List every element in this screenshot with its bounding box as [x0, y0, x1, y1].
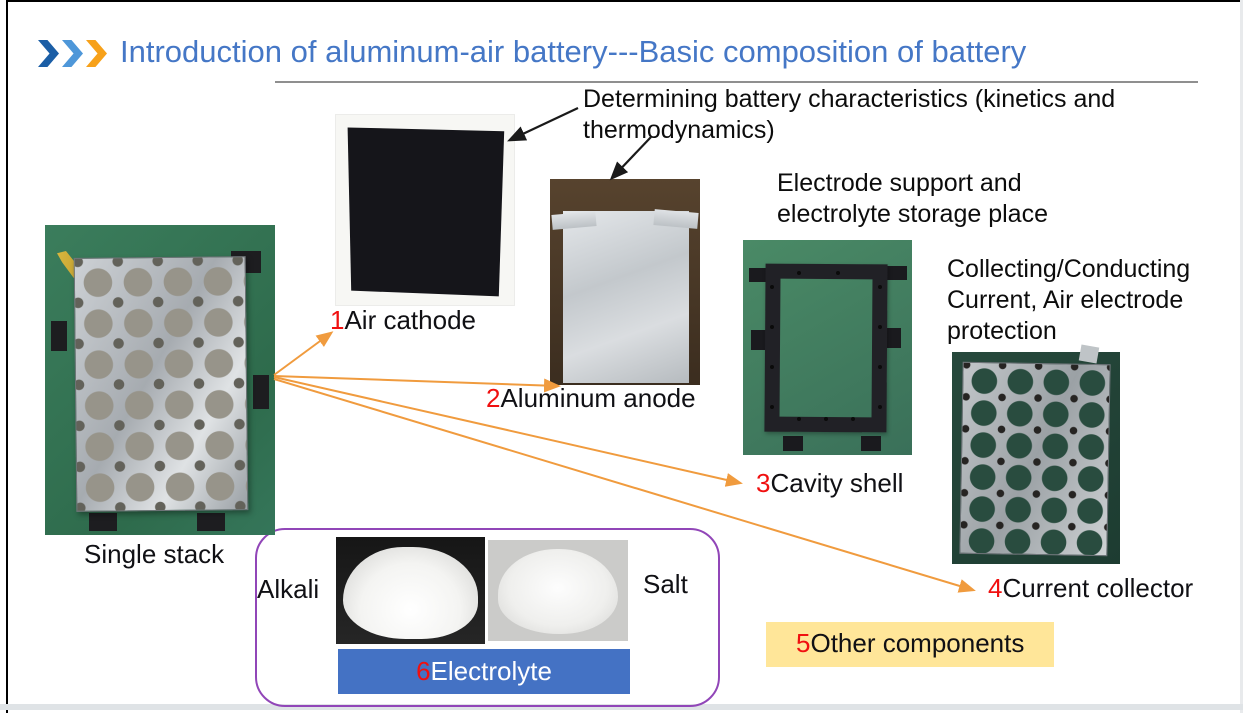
component-name: Electrolyte	[430, 656, 552, 686]
arrow-note-to-cathode	[507, 107, 579, 142]
note-cavity-shell: Electrode support and electrolyte storag…	[777, 169, 1048, 228]
component-number: 5	[796, 628, 811, 658]
label-cavity-shell: 3Cavity shell	[756, 467, 903, 500]
cavity-shell-photo	[743, 240, 912, 455]
chevron-right-icon	[86, 40, 107, 67]
component-name: Cavity shell	[770, 468, 904, 498]
triple-chevron-right-icon	[38, 40, 107, 67]
note-cathode-anode: Determining battery characteristics (kin…	[583, 85, 1116, 144]
component-name: Air cathode	[344, 305, 476, 335]
alkali-flakes	[343, 546, 478, 639]
note-current-collector: Collecting/Conducting Current, Air elect…	[947, 255, 1191, 345]
aluminum-anode-photo	[550, 179, 700, 385]
component-number: 6	[416, 656, 431, 686]
anode-sheet	[563, 211, 689, 383]
air-cathode-photo	[335, 114, 515, 306]
label-aluminum-anode: 2Aluminum anode	[486, 382, 696, 415]
salt-label: Salt	[643, 569, 688, 599]
shell-frame	[764, 263, 888, 433]
component-number: 3	[756, 468, 771, 498]
single-stack-label: Single stack	[84, 539, 225, 569]
component-name: Aluminum anode	[500, 383, 696, 413]
salt-powder	[497, 549, 619, 634]
arrow-to-air-cathode	[273, 331, 334, 376]
label-other-components: 5Other components	[766, 622, 1055, 667]
alkali-label: Alkali	[257, 574, 320, 604]
shell-bolt-holes	[770, 285, 774, 289]
cathode-sheet	[347, 127, 505, 297]
component-number: 2	[486, 383, 501, 413]
alkali-photo	[336, 537, 485, 644]
slide-left-border	[6, 0, 8, 713]
component-number: 4	[988, 573, 1003, 603]
page-title: Introduction of aluminum-air battery---B…	[120, 34, 1027, 69]
single-stack-photo	[45, 225, 275, 535]
chevron-right-icon	[38, 40, 59, 67]
component-name: Current collector	[1002, 573, 1194, 603]
slide-right-border	[1240, 0, 1243, 713]
slide-top-border	[6, 0, 1243, 2]
label-air-cathode: 1Air cathode	[330, 304, 476, 337]
current-collector-photo	[952, 344, 1120, 564]
component-name: Other components	[810, 628, 1025, 658]
chevron-right-icon	[62, 40, 83, 67]
slide-bottom-border	[0, 704, 1243, 710]
title-underline	[275, 81, 1198, 83]
collector-plate	[959, 361, 1111, 557]
stack-plate	[73, 256, 249, 512]
salt-photo	[488, 540, 628, 641]
component-number: 1	[330, 305, 345, 335]
label-current-collector: 4Current collector	[988, 572, 1193, 605]
